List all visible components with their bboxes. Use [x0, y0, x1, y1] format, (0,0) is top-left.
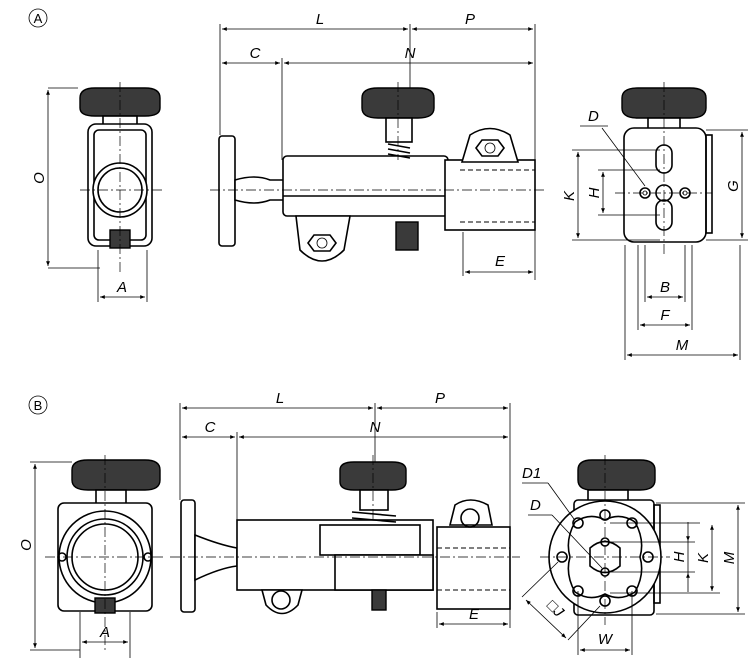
svg-text:L: L [276, 390, 284, 407]
svg-text:B: B [660, 279, 670, 296]
svg-text:P: P [465, 11, 475, 28]
a-front-view: O A [31, 82, 165, 302]
a-side-view: L P C N E [210, 11, 545, 280]
svg-text:W: W [598, 631, 614, 648]
svg-text:A: A [116, 279, 127, 296]
svg-text:P: P [435, 390, 445, 407]
svg-text:M: M [721, 551, 738, 564]
svg-text:H: H [671, 551, 688, 562]
a-end-view: D K H G B F M [561, 82, 748, 360]
b-side-view: L P C N E [170, 390, 520, 628]
svg-text:G: G [725, 180, 742, 192]
variant-b-marker: B [28, 395, 48, 415]
svg-text:E: E [495, 253, 506, 270]
svg-text:C: C [205, 419, 216, 436]
svg-text:N: N [370, 419, 381, 436]
svg-text:D1: D1 [522, 465, 541, 482]
svg-text:K: K [561, 190, 578, 201]
svg-text:F: F [660, 307, 670, 324]
variant-b: B O A [18, 390, 745, 658]
svg-text:N: N [405, 45, 416, 62]
variant-a: A O A [28, 8, 748, 360]
svg-text:B: B [34, 398, 43, 413]
b-end-view: D1 D H K M W □J [521, 455, 745, 655]
svg-text:O: O [31, 172, 48, 184]
svg-text:D: D [530, 497, 541, 514]
svg-text:□J: □J [543, 597, 567, 621]
variant-a-marker: A [28, 8, 48, 28]
svg-text:A: A [99, 624, 110, 641]
svg-text:H: H [586, 187, 603, 198]
svg-text:E: E [469, 606, 480, 623]
svg-text:D: D [588, 108, 599, 125]
svg-text:M: M [676, 337, 689, 354]
svg-text:C: C [250, 45, 261, 62]
svg-text:A: A [34, 11, 43, 26]
svg-text:L: L [316, 11, 324, 28]
b-front-view: O A [18, 455, 165, 658]
svg-text:K: K [695, 552, 712, 563]
svg-text:O: O [18, 539, 35, 551]
